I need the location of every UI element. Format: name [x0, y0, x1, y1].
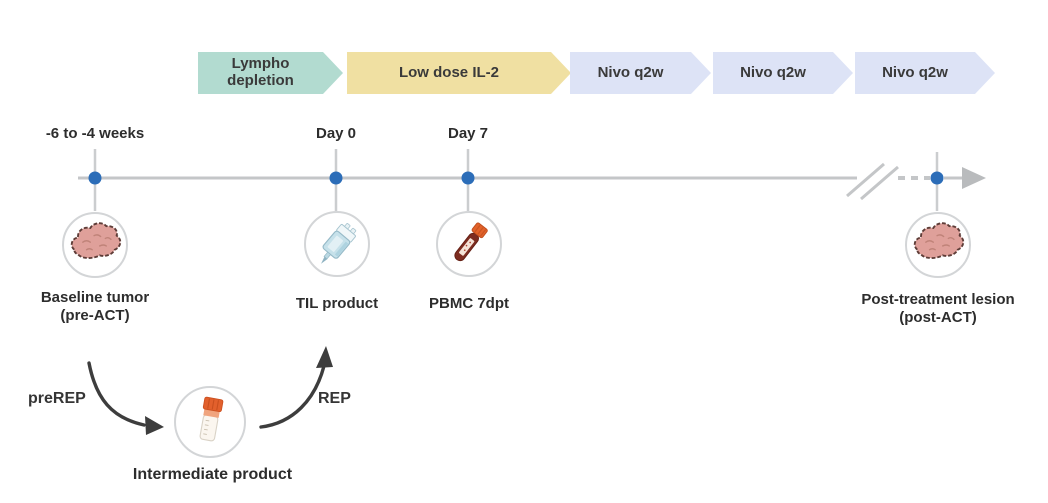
timeline-label-day7: Day 7	[447, 125, 489, 142]
prerep-label: preREP	[28, 390, 86, 407]
banner-nivo-q2w-3-label: Nivo q2w	[882, 63, 948, 81]
til-product-circle	[304, 211, 370, 277]
timeline-arrowhead-icon	[962, 167, 986, 189]
blood-tube-icon	[454, 222, 488, 262]
marker-dot-baseline	[88, 171, 102, 185]
caption-intermediate-product: Intermediate product	[132, 466, 293, 483]
marker-dot-day7	[461, 171, 475, 185]
caption-posttreatment-lesion-line1: Post-treatment lesion	[861, 291, 1015, 308]
rep-label: REP	[318, 390, 351, 407]
cryovial-icon	[199, 396, 224, 442]
posttreatment-lesion-circle	[905, 212, 971, 278]
caption-posttreatment-lesion-line2: (post-ACT)	[899, 309, 977, 326]
rep-arrow-icon	[259, 346, 333, 429]
marker-dot-day0	[329, 171, 343, 185]
banner-lympho-depletion: Lympho depletion	[198, 52, 343, 94]
prerep-arrow-icon	[87, 361, 164, 435]
iv-bag-icon	[321, 223, 357, 264]
caption-posttreatment-lesion: Post-treatment lesion (post-ACT)	[838, 291, 1038, 327]
baseline-tumor-circle	[62, 212, 128, 278]
banner-nivo-q2w-2: Nivo q2w	[713, 52, 853, 94]
caption-baseline-tumor: Baseline tumor (pre-ACT)	[15, 289, 175, 325]
banner-low-dose-il2-label: Low dose IL-2	[398, 63, 499, 81]
timeline-label-day0: Day 0	[315, 125, 357, 142]
intermediate-product-circle	[174, 386, 246, 458]
tumor-icon	[70, 222, 122, 259]
timeline-break-icon	[846, 162, 899, 201]
banner-nivo-q2w-2-label: Nivo q2w	[740, 63, 806, 81]
marker-dot-posttreatment	[930, 171, 944, 185]
banner-nivo-q2w-1-label: Nivo q2w	[597, 63, 664, 81]
banner-nivo-q2w-1: Nivo q2w	[570, 52, 711, 94]
banner-low-dose-il2: Low dose IL-2	[347, 52, 571, 94]
caption-pbmc: PBMC 7dpt	[429, 295, 509, 312]
timeline-label-baseline: -6 to -4 weeks	[45, 125, 145, 142]
caption-baseline-tumor-line1: Baseline tumor	[40, 289, 150, 306]
caption-til-product: TIL product	[295, 295, 379, 312]
pbmc-circle	[436, 211, 502, 277]
banner-lympho-depletion-label: Lympho depletion	[227, 55, 294, 89]
banner-nivo-q2w-3: Nivo q2w	[855, 52, 995, 94]
caption-baseline-tumor-line2: (pre-ACT)	[60, 307, 130, 324]
tumor-icon	[913, 222, 965, 259]
